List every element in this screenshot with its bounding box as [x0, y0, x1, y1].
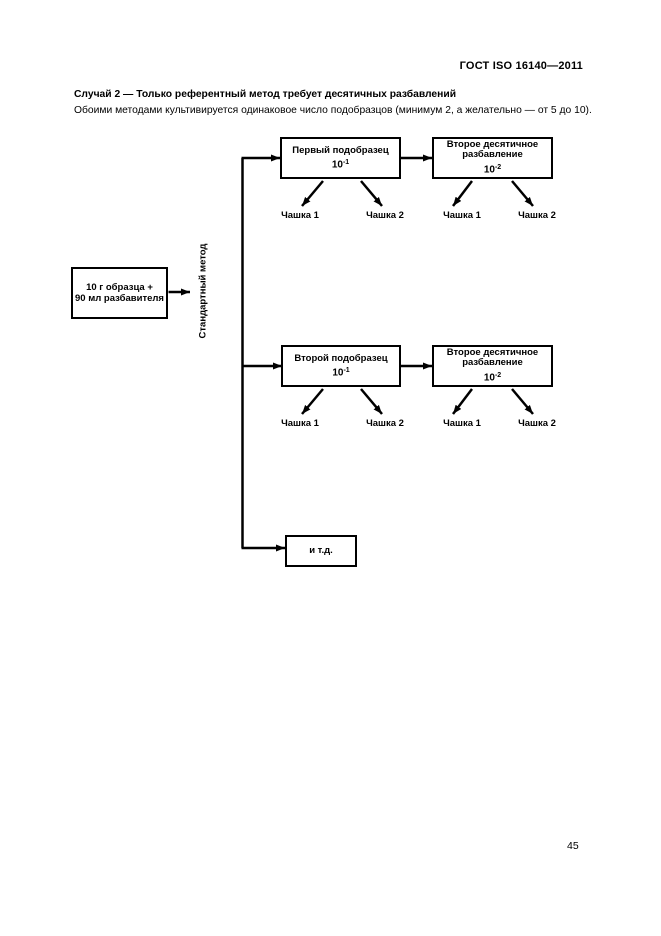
- subsample-box-row1-title: Первый подобразец: [292, 144, 389, 156]
- dilution-base: 10: [331, 159, 343, 171]
- plate-label: Чашка 1: [281, 418, 319, 429]
- dilution-box-row1-dilution: 10-2: [484, 161, 501, 176]
- dilution-box-row2: Второе десятичное разбавление 10-2: [432, 345, 553, 387]
- arrow-to-plate-r2-4: [511, 388, 534, 415]
- subsample-box-row1-dilution: 10-1: [332, 156, 349, 171]
- subsample-box-row2: Второй подобразец 10-1: [281, 345, 401, 387]
- arrow-to-plate-r2-2: [360, 388, 383, 415]
- dilution-base: 10: [483, 372, 495, 384]
- arrow-to-plate-r2-3: [452, 388, 473, 415]
- dilution-exponent: -2: [494, 163, 502, 171]
- sample-box: 10 г образца + 90 мл разбавителя: [71, 267, 168, 319]
- dilution-box-row2-title: Второе десятичное разбавление: [446, 346, 539, 369]
- dilution-exponent: -1: [343, 366, 350, 374]
- dilution-box-row2-dilution: 10-2: [484, 369, 501, 384]
- arrow-to-plate-r1-2: [360, 180, 383, 207]
- case-title: Случай 2 — Только референтный метод треб…: [74, 89, 457, 100]
- subsample-box-row2-title: Второй подобразец: [294, 352, 388, 364]
- dilution-exponent: -2: [494, 371, 502, 379]
- arrow-to-plate-r1-3: [452, 180, 473, 207]
- arrow-to-plate-r1-1: [301, 180, 324, 207]
- dilution-box-row1-title: Второе десятичное разбавление: [446, 138, 539, 161]
- standard-number-header: ГОСТ ISO 16140—2011: [459, 60, 583, 72]
- plate-label: Чашка 2: [518, 210, 556, 221]
- dilution-base: 10: [332, 367, 344, 379]
- plate-label: Чашка 2: [366, 418, 404, 429]
- page-number: 45: [567, 840, 579, 852]
- plate-label: Чашка 2: [366, 210, 404, 221]
- plate-label: Чашка 1: [443, 210, 481, 221]
- sample-box-line2: 90 мл разбавителя: [75, 293, 164, 304]
- subsample-box-row1: Первый подобразец 10-1: [280, 137, 401, 179]
- method-label: Стандартный метод: [197, 243, 209, 339]
- plate-label: Чашка 2: [518, 418, 556, 429]
- dilution-base: 10: [483, 164, 495, 176]
- plate-label: Чашка 1: [281, 210, 319, 221]
- dilution-box-row1: Второе десятичное разбавление 10-2: [432, 137, 553, 179]
- case-subtitle: Обоими методами культивируется одинаково…: [74, 105, 592, 116]
- sample-box-line1: 10 г образца +: [86, 281, 153, 293]
- plate-label: Чашка 1: [443, 418, 481, 429]
- arrow-to-plate-r1-4: [511, 180, 534, 207]
- etc-box-label: и т.д.: [309, 545, 333, 557]
- etc-box: и т.д.: [285, 535, 357, 567]
- arrow-to-plate-r2-1: [301, 388, 324, 415]
- subsample-box-row2-dilution: 10-1: [332, 364, 349, 379]
- dilution-exponent: -1: [342, 158, 350, 166]
